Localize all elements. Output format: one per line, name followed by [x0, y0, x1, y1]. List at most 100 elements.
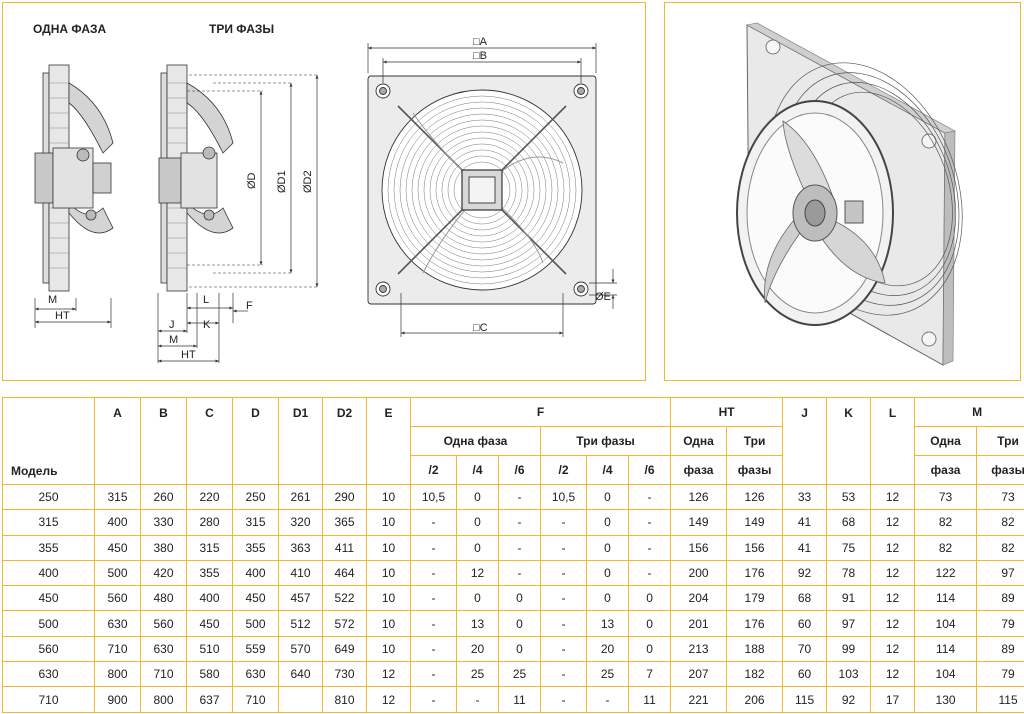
model-cell: 355 [2, 534, 95, 561]
table-cell: 572 [322, 610, 367, 637]
table-cell: 450 [232, 585, 279, 612]
table-cell: 12 [456, 559, 499, 587]
table-cell: - [627, 509, 672, 536]
table-cell: 0 [586, 585, 629, 612]
table-cell: 500 [94, 559, 141, 587]
table-cell: - [627, 483, 672, 511]
table-cell: 12 [870, 661, 916, 688]
table-cell: 0 [456, 483, 499, 511]
header-b: B [140, 397, 187, 485]
table-cell: - [410, 610, 457, 637]
table-cell: 206 [726, 686, 784, 713]
table-cell: 68 [826, 509, 872, 536]
header-pole: /4 [456, 455, 499, 485]
table-cell: 0 [627, 585, 672, 612]
table-cell: 315 [186, 534, 233, 561]
table-cell [278, 686, 323, 713]
table-cell: 0 [586, 559, 629, 587]
dim-l: L [203, 294, 209, 306]
table-cell: 25 [586, 661, 629, 688]
table-cell: 122 [914, 559, 978, 587]
header-f-one-phase: Одна фаза [410, 426, 541, 456]
table-cell: 10 [366, 610, 411, 637]
table-cell: 580 [186, 661, 233, 688]
table-cell: 560 [94, 585, 141, 612]
table-cell: 73 [914, 483, 978, 511]
table-cell: 315 [94, 483, 141, 511]
header-ht-one-top: Одна [670, 426, 728, 456]
table-cell: 411 [322, 534, 367, 561]
table-cell: 92 [826, 686, 872, 713]
table-cell: 17 [870, 686, 916, 713]
technical-drawings-panel: ОДНА ФАЗА ТРИ ФАЗЫ [2, 2, 646, 381]
header-pole: /6 [498, 455, 541, 485]
model-cell: 500 [2, 610, 95, 637]
table-cell: 630 [140, 635, 187, 663]
table-cell: 730 [322, 661, 367, 688]
table-cell: 630 [232, 661, 279, 688]
model-cell: 400 [2, 559, 95, 587]
table-cell: 10 [366, 585, 411, 612]
table-cell: 710 [232, 686, 279, 713]
dim-e: ØE [595, 291, 611, 303]
header-pole: /6 [627, 455, 672, 485]
table-cell: 637 [186, 686, 233, 713]
model-cell: 315 [2, 509, 95, 536]
dim-b: □B [473, 50, 487, 62]
table-cell: 149 [726, 509, 784, 536]
table-cell: 130 [914, 686, 978, 713]
header-e: E [366, 397, 411, 485]
model-cell: 450 [2, 585, 95, 612]
table-cell: 512 [278, 610, 323, 637]
table-cell: 480 [140, 585, 187, 612]
header-l: L [870, 397, 916, 485]
table-cell: 261 [278, 483, 323, 511]
table-cell: 0 [586, 534, 629, 561]
table-cell: 89 [976, 635, 1024, 663]
table-cell: 114 [914, 635, 978, 663]
table-cell: 79 [976, 661, 1024, 688]
table-cell: 810 [322, 686, 367, 713]
table-cell: 156 [670, 534, 728, 561]
table-cell: 400 [232, 559, 279, 587]
header-c: C [186, 397, 233, 485]
dim-c: □C [473, 322, 488, 334]
table-cell: 0 [498, 635, 541, 663]
table-cell: 156 [726, 534, 784, 561]
table-cell: - [540, 534, 587, 561]
table-cell: 12 [366, 661, 411, 688]
table-cell: 92 [782, 559, 828, 587]
table-cell: - [540, 610, 587, 637]
header-j: J [782, 397, 828, 485]
table-cell: 73 [976, 483, 1024, 511]
header-d1: D1 [278, 397, 323, 485]
table-cell: 115 [782, 686, 828, 713]
table-cell: 79 [976, 610, 1024, 637]
model-cell: 250 [2, 483, 95, 511]
table-cell: 649 [322, 635, 367, 663]
table-cell: - [410, 534, 457, 561]
table-cell: 82 [914, 509, 978, 536]
table-cell: 10,5 [540, 483, 587, 511]
table-header: Модель A B C D D1 D2 E F HT J K L M Одна… [2, 397, 1024, 485]
table-cell: 126 [726, 483, 784, 511]
header-k: K [826, 397, 872, 485]
table-cell: 97 [976, 559, 1024, 587]
header-d2: D2 [322, 397, 367, 485]
table-cell: 522 [322, 585, 367, 612]
table-cell: - [410, 559, 457, 587]
header-m-one-top: Одна [914, 426, 978, 456]
table-cell: 82 [976, 534, 1024, 561]
table-cell: 400 [94, 509, 141, 536]
table-cell: - [498, 509, 541, 536]
table-cell: 320 [278, 509, 323, 536]
dim-m-single: M [48, 294, 57, 306]
table-cell: 10 [366, 635, 411, 663]
table-cell: 0 [586, 509, 629, 536]
table-cell: 220 [186, 483, 233, 511]
